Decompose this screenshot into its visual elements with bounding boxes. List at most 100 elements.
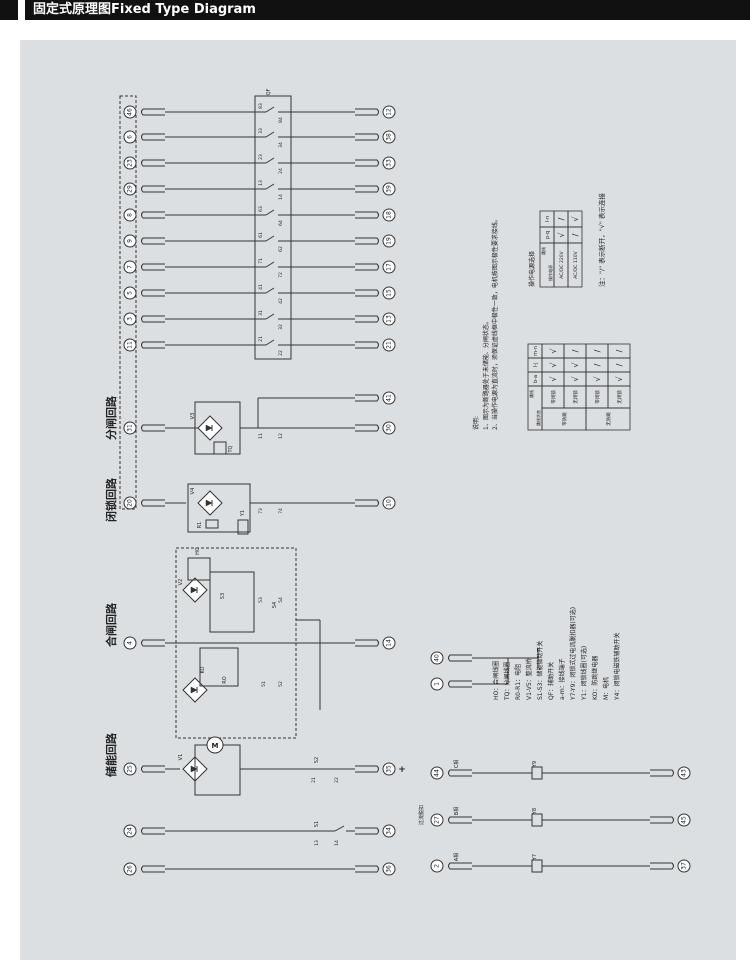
plug-right-43 (667, 769, 674, 777)
lock-coil-y1 (237, 519, 249, 535)
row-23-contact-blade (265, 157, 275, 164)
rectifier-v2-diode (190, 586, 198, 594)
table1-row-name: 无闭锁 (616, 390, 623, 404)
trip-contact-11: 11 (258, 433, 264, 439)
plug-right-34 (372, 827, 379, 835)
terminal-13-ring (382, 312, 396, 326)
terminal-41-ring (382, 391, 396, 405)
plug-left-31 (141, 424, 148, 432)
terminal-19-number: 19 (386, 237, 393, 245)
qf-contact-42: 42 (278, 298, 284, 304)
qf-contact-31: 31 (258, 310, 264, 316)
close-contact-52: 52 (278, 681, 284, 687)
v1-label: V1 (178, 754, 184, 761)
terminal-25-ring (123, 762, 137, 776)
legend-item: R0-R1：电阻 (514, 664, 522, 700)
qf-contact-71: 71 (258, 258, 264, 264)
qf-contact-14: 14 (278, 194, 284, 200)
v3-label: V3 (190, 413, 196, 420)
terminal-35-number: 35 (386, 765, 393, 773)
terminal-15-number: 15 (386, 289, 393, 297)
plug-left-24 (141, 827, 148, 835)
terminal-37-ring (677, 859, 691, 873)
table1-mark: √ (571, 362, 580, 368)
plug-left-5 (141, 289, 148, 297)
plug-left-44 (448, 769, 455, 777)
terminal-15-ring (382, 286, 396, 300)
plug-left-1 (448, 680, 455, 688)
qf-contact-61: 61 (258, 232, 264, 238)
terminal-29-ring (123, 182, 137, 196)
close-loop (209, 571, 255, 633)
close-contact-53: 53 (258, 597, 264, 603)
overcurrent-44-coil (531, 766, 543, 780)
row-29-contact-blade (265, 183, 275, 190)
terminal-41-number: 41 (386, 394, 393, 402)
terminal-2-ring (430, 859, 444, 873)
terminal-44-number: 44 (434, 769, 441, 777)
qf-contact-83: 83 (258, 103, 264, 109)
terminal-18-ring (382, 208, 396, 222)
terminal-23-number: 23 (127, 159, 134, 167)
table1-col-m-n: m-n (533, 346, 539, 356)
terminal-5-number: 5 (127, 291, 134, 295)
terminal-7-ring (123, 260, 137, 274)
ro-label: RO (222, 676, 228, 683)
legend-item: Y1：闭锁线圈(可选) (580, 646, 588, 701)
plug-right-14 (372, 639, 379, 647)
table2-corner-bottom: 操作电源 (547, 265, 553, 281)
plug-right-13 (372, 315, 379, 323)
plug-left-6 (141, 133, 148, 141)
terminal-43-ring (677, 766, 691, 780)
s1-blade (334, 825, 345, 832)
terminal-8-number: 8 (127, 213, 134, 217)
qf-box (254, 95, 292, 360)
terminal-31-number: 31 (127, 424, 134, 432)
terminal-38-number: 38 (386, 133, 393, 141)
footnote: 注："/" 表示断开，"√" 表示连接 (597, 193, 606, 287)
plug-left-9 (141, 237, 148, 245)
close-contact-51: 51 (261, 681, 267, 687)
plug-right-21 (372, 341, 379, 349)
legend-item: a-m：接线端子 (558, 658, 566, 700)
row-8-contact-blade (265, 209, 275, 216)
plug-left-25 (141, 765, 148, 773)
table1-mark: / (593, 349, 602, 352)
plug-right-12 (372, 108, 379, 116)
table1-mark: √ (549, 376, 558, 382)
terminal-26-number: 26 (127, 865, 134, 873)
terminal-1-ring (430, 677, 444, 691)
qf-contact-63: 63 (258, 206, 264, 212)
notes-2: 2、当操作电源为直流时，须保证虚线框中极性一致，电机按图示极性要求接线。 (491, 216, 499, 430)
plug-left-8 (141, 211, 148, 219)
table1-corner-top: 跳线 (528, 390, 534, 398)
qf-contact-64: 64 (278, 220, 284, 226)
s1-contact-13: 13 (314, 840, 320, 846)
terminal-34-number: 34 (386, 827, 393, 835)
legend-item: Y4：闭锁电磁铁辅助开关 (613, 633, 621, 701)
plug-left-11 (141, 341, 148, 349)
row-6-contact-blade (265, 131, 275, 138)
legend-item: V1-V5：整流桥 (525, 658, 533, 700)
plug-left-40 (448, 654, 455, 662)
overcurrent-44-coil-label: Y9 (532, 761, 538, 768)
tq-label: TQ (228, 445, 234, 453)
plug-left-27 (448, 816, 455, 824)
plug-left-26 (141, 865, 148, 873)
plug-left-29 (141, 185, 148, 193)
terminal-17-ring (382, 260, 396, 274)
lock-contact-73: 73 (258, 508, 264, 514)
table2-mark: / (571, 233, 580, 236)
overcurrent-label: 过流脱扣 (418, 805, 425, 825)
header-marker (18, 0, 25, 20)
table1-corner-bottom: 跳线状态 (535, 410, 541, 426)
antipump-relay-ko (199, 647, 239, 687)
qf-contact-72: 72 (278, 272, 284, 278)
table1-mark: / (615, 349, 624, 352)
plug-right-37 (667, 862, 674, 870)
terminal-10-ring (382, 496, 396, 510)
terminal-12-ring (382, 105, 396, 119)
lock-contact-74: 74 (278, 508, 284, 514)
power-selection-table: 操作电源选择跳线操作电源p-ql-nAC/DC 220V√/AC/DC 110V… (528, 210, 583, 288)
trip-circuit-title: 分闸回路 (104, 395, 118, 440)
